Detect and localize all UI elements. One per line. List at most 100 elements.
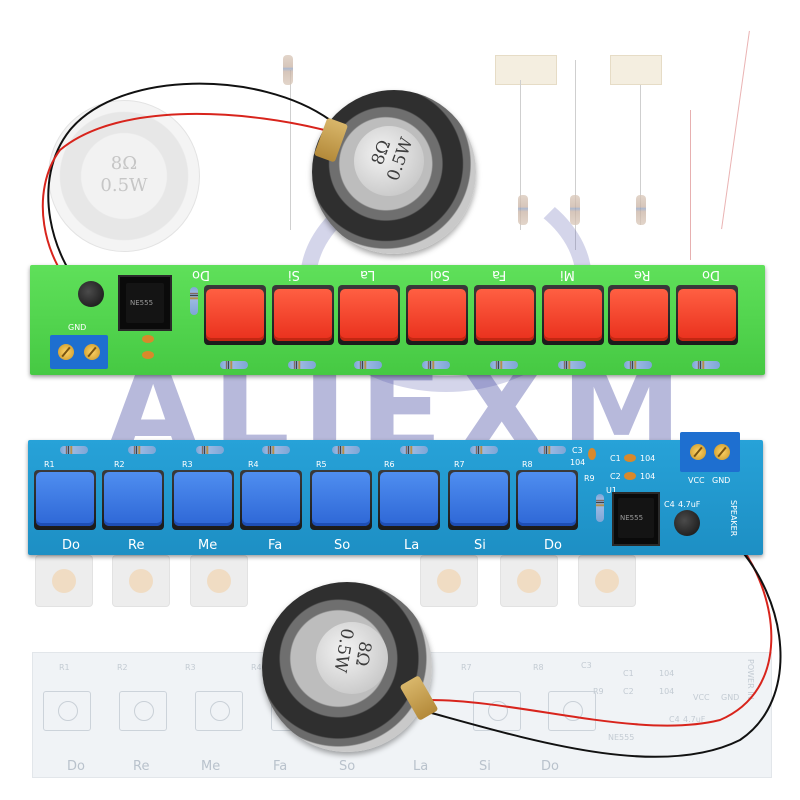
green-key-6[interactable] [542, 285, 604, 345]
green-key-8[interactable] [676, 285, 738, 345]
green-note-si: Si [288, 267, 300, 282]
blue-pcb: R1 R2 R3 R4 R5 R6 R7 R8 Do Re Me Fa So L… [28, 432, 763, 555]
bare-c4-val: 4.7uF [683, 715, 706, 724]
bare-c1-val: 104 [659, 669, 675, 678]
blue-c4: C4 [664, 500, 675, 509]
blue-r5: R5 [316, 460, 327, 469]
blue-note-me: Me [198, 538, 218, 553]
blue-vcc: VCC [688, 476, 705, 485]
bare-ic: NE555 [608, 733, 635, 742]
blue-r7: R7 [454, 460, 465, 469]
power-terminal [50, 335, 108, 369]
blue-r8: R8 [522, 460, 533, 469]
green-note-do-right: Do [192, 267, 210, 282]
blue-note-fa: Fa [268, 538, 283, 553]
ghost-resistor [283, 55, 293, 85]
blue-note-la: La [404, 538, 420, 553]
bare-power-in: POWER IN [746, 659, 755, 700]
blue-u1: U1 [606, 486, 617, 495]
resistor [558, 361, 586, 369]
blue-key-la[interactable] [378, 470, 440, 530]
bare-c1: C1 [623, 669, 634, 678]
ghost-button [112, 555, 170, 607]
green-note-fa: Fa [492, 267, 507, 282]
green-key-5[interactable] [474, 285, 536, 345]
bare-c2: C2 [623, 687, 634, 696]
green-key-2[interactable] [272, 285, 334, 345]
blue-c1: C1 [610, 454, 621, 463]
blue-note-si: Si [474, 538, 486, 553]
green-note-do-left: Do [702, 267, 720, 282]
blue-r3: R3 [182, 460, 193, 469]
bare-note-me: Me [201, 759, 221, 774]
blue-key-me[interactable] [172, 470, 234, 530]
bare-r2: R2 [117, 663, 128, 672]
blue-r4: R4 [248, 460, 259, 469]
resistor [220, 361, 248, 369]
ghost-button [578, 555, 636, 607]
green-key-3[interactable] [338, 285, 400, 345]
resistor [196, 446, 224, 454]
ceramic-capacitor [624, 454, 636, 462]
blue-c1-val: 104 [640, 454, 656, 463]
bare-vcc: VCC [693, 693, 710, 702]
blue-key-do-high[interactable] [516, 470, 578, 530]
blue-c3: C3 [572, 446, 583, 455]
blue-gnd: GND [712, 476, 731, 485]
bare-note-si: Si [479, 759, 491, 774]
resistor [262, 446, 290, 454]
bare-note-la: La [413, 759, 429, 774]
resistor [354, 361, 382, 369]
ghost-resistor [570, 195, 580, 225]
resistor [128, 446, 156, 454]
blue-key-re[interactable] [102, 470, 164, 530]
blue-key-do[interactable] [34, 470, 96, 530]
bare-r8: R8 [533, 663, 544, 672]
ghost-resistor [636, 195, 646, 225]
bare-c2-val: 104 [659, 687, 675, 696]
resistor [692, 361, 720, 369]
bare-note-do: Do [67, 759, 85, 774]
bare-r1: R1 [59, 663, 70, 672]
blue-note-so: So [334, 538, 351, 553]
blue-speaker-label: SPEAKER [729, 500, 738, 537]
blue-note-do: Do [62, 538, 80, 553]
power-terminal [680, 432, 740, 472]
blue-r6: R6 [384, 460, 395, 469]
resistor [422, 361, 450, 369]
green-note-sol: Sol [430, 267, 450, 282]
speaker-top: 8Ω 0.5W [312, 90, 476, 254]
bare-note-so: So [339, 759, 356, 774]
ghost-speaker-impedance: 8Ω [110, 153, 138, 174]
blue-r1: R1 [44, 460, 55, 469]
blue-r9: R9 [584, 474, 595, 483]
bare-gnd: GND [721, 693, 740, 702]
ghost-label-strip [495, 55, 557, 85]
ceramic-capacitor [624, 472, 636, 480]
ghost-button [35, 555, 93, 607]
blue-c4-val: 4.7uF [678, 500, 701, 509]
green-note-re: Re [634, 267, 651, 282]
bare-c4: C4 [669, 715, 680, 724]
resistor [60, 446, 88, 454]
ceramic-capacitor [588, 448, 596, 460]
blue-key-so[interactable] [310, 470, 372, 530]
blue-c2-val: 104 [640, 472, 656, 481]
bare-r7: R7 [461, 663, 472, 672]
green-key-7[interactable] [608, 285, 670, 345]
blue-r2: R2 [114, 460, 125, 469]
bare-note-fa: Fa [273, 759, 288, 774]
ne555-label: NE555 [620, 514, 644, 522]
green-key-4[interactable] [406, 285, 468, 345]
ghost-button [500, 555, 558, 607]
green-note-la: La [360, 267, 376, 282]
green-note-mi: Mi [560, 267, 575, 282]
green-key-1[interactable] [204, 285, 266, 345]
blue-key-fa[interactable] [240, 470, 302, 530]
bare-c3: C3 [581, 661, 592, 670]
ghost-button [190, 555, 248, 607]
blue-key-si[interactable] [448, 470, 510, 530]
ceramic-capacitor [142, 335, 154, 343]
speaker-bottom: 8Ω 0.5W [262, 582, 439, 752]
